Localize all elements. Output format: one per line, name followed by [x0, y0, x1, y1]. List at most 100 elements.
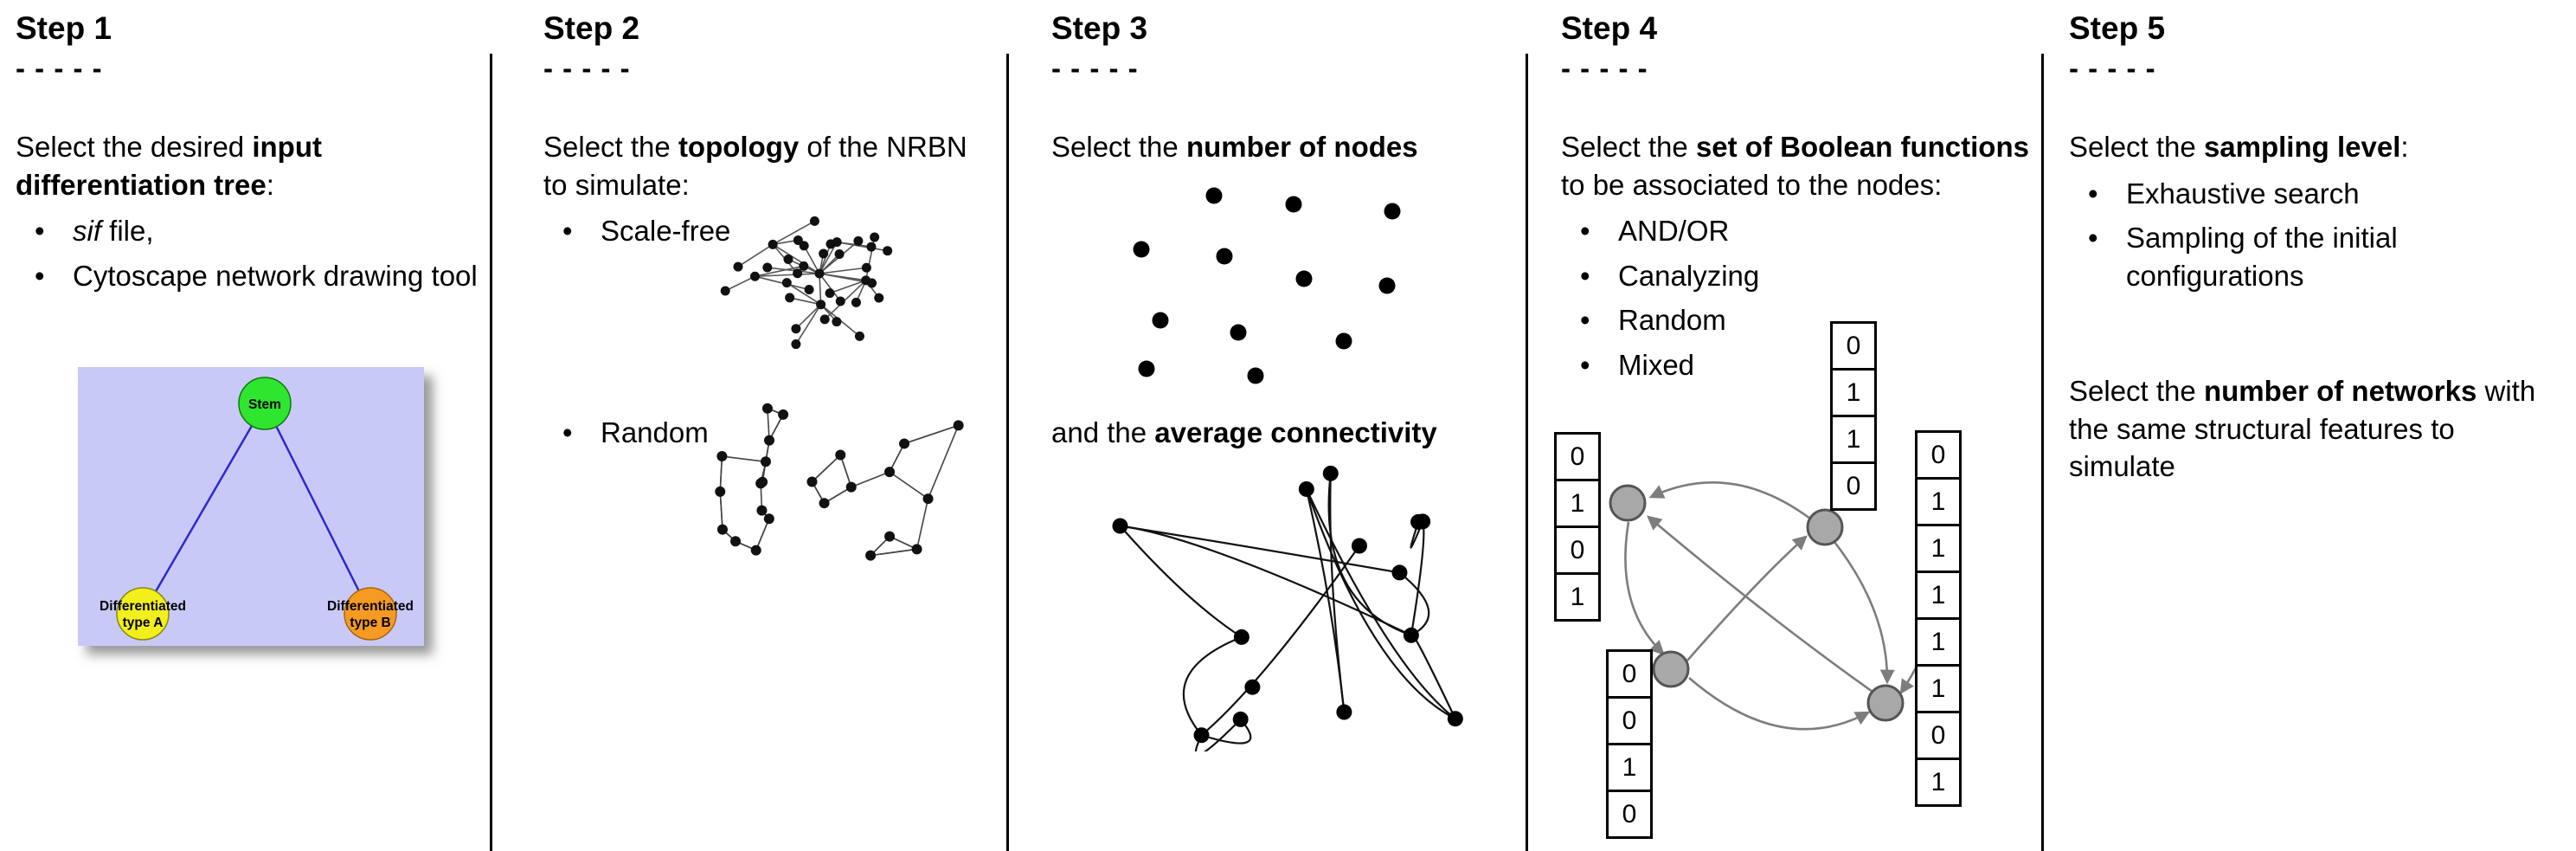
truth-table-cell: 0: [1606, 696, 1653, 745]
step-5-column: Step 5 - - - - - Select the sampling lev…: [2069, 0, 2559, 851]
type-a-node: [116, 587, 170, 641]
nodes-dots-illustration: [1133, 187, 1401, 384]
column-divider-4: [2041, 54, 2044, 851]
truth-table-cell: 1: [1915, 571, 1962, 620]
connectivity-bold: average connectivity: [1154, 416, 1437, 448]
truth-table-cell: 1: [1915, 758, 1962, 807]
step-5-dashes: - - - - -: [2069, 52, 2156, 84]
type-b-label-line2: type B: [350, 616, 390, 630]
sif-italic: sif: [73, 215, 101, 248]
truth-table-cell: 0: [1830, 321, 1877, 371]
step-3-dashes: - - - - -: [1051, 52, 1139, 84]
step-3-intro-bold: number of nodes: [1185, 131, 1418, 163]
step-4-intro-text: Select the: [1561, 131, 1696, 163]
truth-table-cell: 0: [1554, 432, 1601, 481]
truth-table-cell: 1: [1915, 524, 1962, 573]
step-5-intro-text: Select the: [2069, 131, 2204, 163]
step-2-bullet-list: Scale-free: [543, 212, 995, 250]
stem-label: Stem: [248, 397, 281, 412]
type-b-label-line1: Differentiated: [327, 599, 414, 614]
step-4-intro-bold: set of Boolean functions: [1695, 131, 2029, 163]
average-connectivity-illustration: [1112, 465, 1463, 751]
column-divider-1: [490, 54, 492, 851]
step-4-title: Step 4: [1561, 10, 1658, 46]
truth-table-cell: 1: [1915, 477, 1962, 526]
step-1-intro-colon: :: [266, 168, 274, 201]
truth-table-right: 0 1 1 1 1 1 0 1: [1915, 430, 1962, 807]
step-4-intro: Select the set of Boolean functions to b…: [1549, 128, 2046, 203]
network-node-4: [1866, 684, 1905, 722]
tree-edge-stem-to-b: [263, 403, 372, 615]
truth-table-cell: 0: [1915, 711, 1962, 760]
step-2-column: Step 2 - - - - - Select the topology of …: [543, 0, 995, 851]
type-b-node: [344, 587, 397, 641]
column-divider-3: [1526, 54, 1528, 851]
list-item-exhaustive-search: Exhaustive search: [2069, 175, 2559, 213]
list-item-canalyzing: Canalyzing: [1561, 257, 2046, 295]
list-item-mixed: Mixed: [1561, 346, 2046, 384]
stem-node: [238, 377, 292, 430]
step-4-dashes: - - - - -: [1561, 52, 1648, 84]
network-node-1: [1609, 484, 1647, 522]
truth-table-cell: 0: [1554, 525, 1601, 575]
step-3-title: Step 3: [1051, 10, 1148, 46]
step-3-connectivity-text: and the average connectivity: [1051, 414, 1437, 452]
list-item-cytoscape: Cytoscape network drawing tool: [16, 257, 479, 295]
networks-rest: with the same structural features to sim…: [2069, 375, 2536, 483]
step-2-dashes: - - - - -: [543, 52, 631, 84]
network-node-2: [1806, 508, 1844, 546]
step-1-column: Step 1 - - - - - Select the desired inpu…: [16, 0, 479, 851]
list-item-random-topology: Random: [543, 414, 709, 452]
truth-table-cell: 1: [1554, 479, 1601, 528]
networks-text: Select the: [2069, 375, 2204, 407]
list-item-scale-free: Scale-free: [543, 212, 995, 250]
step-4-intro-rest: to be associated to the nodes:: [1561, 168, 1943, 201]
type-a-label-line2: type A: [123, 616, 164, 630]
truth-table-top: 0 1 1 0: [1830, 321, 1877, 511]
list-item-sampling-configurations: Sampling of the initial configurations: [2069, 219, 2559, 294]
step-1-intro: Select the desired input differentiation…: [16, 128, 479, 203]
list-item-and-or: AND/OR: [1561, 212, 2046, 250]
step-1-intro-text: Select the desired: [16, 131, 253, 163]
boolean-network-illustration: [1609, 442, 1954, 731]
step-3-column: Step 3 - - - - - Select the number of no…: [1051, 0, 1523, 851]
step-5-title: Step 5: [2069, 10, 2166, 46]
truth-table-cell: 1: [1830, 368, 1877, 417]
differentiation-tree-illustration: Stem Differentiated type A Differentiate…: [78, 367, 424, 646]
connectivity-text: and the: [1051, 416, 1155, 448]
truth-table-cell: 1: [1915, 617, 1962, 667]
step-2-intro: Select the topology of the NRBN to simul…: [543, 128, 995, 203]
truth-table-cell: 0: [1915, 430, 1962, 480]
step-2-intro-rest: of the NRBN to simulate:: [543, 131, 967, 201]
truth-table-left: 0 1 0 1: [1554, 432, 1601, 622]
sif-rest: file,: [101, 215, 154, 248]
boolean-network-figure: 0 1 0 1 0 1 1 0 0 0 1 0 0 1 1 1: [1549, 321, 1982, 851]
step-5-intro: Select the sampling level:: [2069, 128, 2559, 166]
truth-table-cell: 1: [1606, 743, 1653, 792]
differentiation-tree-figure: Stem Differentiated type A Differentiate…: [78, 367, 424, 646]
step-5-networks-paragraph: Select the number of networks with the s…: [2069, 372, 2559, 486]
step-1-dashes: - - - - -: [16, 52, 103, 84]
truth-table-cell: 0: [1606, 790, 1653, 839]
step-1-bullet-list: sif file, Cytoscape network drawing tool: [16, 212, 479, 294]
truth-table-cell: 0: [1830, 461, 1877, 511]
step-2-intro-text: Select the: [543, 131, 678, 163]
truth-table-bottom-left: 0 0 1 0: [1606, 649, 1653, 839]
list-item-sif-file: sif file,: [16, 212, 479, 250]
step-4-bullet-list: AND/OR Canalyzing Random Mixed: [1549, 212, 2046, 384]
truth-table-cell: 1: [1830, 415, 1877, 464]
truth-table-cell: 0: [1606, 649, 1653, 699]
random-network-illustration: [715, 403, 964, 561]
step-2-intro-bold: topology: [678, 131, 800, 163]
tree-edge-stem-to-a: [141, 403, 267, 615]
type-a-label-line1: Differentiated: [100, 599, 186, 614]
step-1-title: Step 1: [16, 10, 112, 46]
column-divider-2: [1006, 54, 1009, 851]
step-3-intro: Select the number of nodes: [1051, 128, 1523, 166]
boolean-network-nodes: [1609, 484, 1905, 722]
step-2-title: Step 2: [543, 10, 640, 46]
list-item-random-function: Random: [1561, 301, 2046, 339]
networks-bold: number of networks: [2203, 375, 2477, 407]
step-4-column: Step 4 - - - - - Select the set of Boole…: [1549, 0, 2046, 851]
